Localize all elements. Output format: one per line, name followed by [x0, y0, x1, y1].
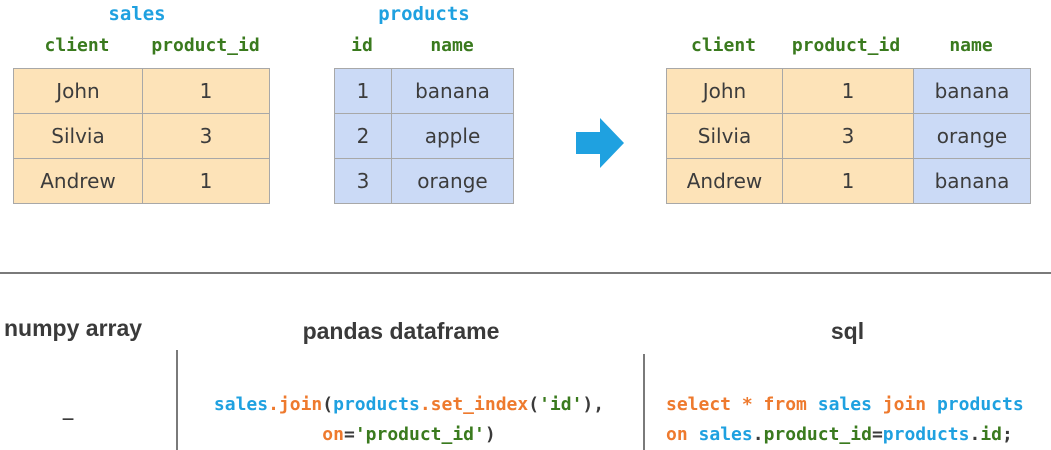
code-token: (: [528, 394, 540, 415]
table-cell: 3: [782, 113, 914, 159]
table-cell: 1: [782, 68, 914, 114]
code-token: (: [322, 394, 334, 415]
table-row: Andrew 1: [13, 158, 270, 204]
products-table-title: products: [378, 3, 470, 25]
sales-header-product-id: product_id: [151, 35, 260, 56]
code-space: [807, 394, 818, 415]
table-cell: 1: [782, 158, 914, 204]
sales-table: John 1 Silvia 3 Andrew 1: [13, 68, 270, 204]
sql-code-line-1: select * from sales join products: [666, 394, 1024, 415]
result-header-client: client: [690, 35, 757, 56]
code-token: on: [322, 424, 344, 445]
code-token: ;: [1002, 424, 1013, 445]
table-cell: 1: [142, 158, 270, 204]
code-token: =: [871, 424, 883, 445]
code-token: products: [882, 424, 970, 445]
table-cell: Silvia: [666, 113, 783, 159]
result-header-product-id: product_id: [791, 35, 901, 56]
pandas-section-title: pandas dataframe: [302, 318, 500, 344]
result-table: John 1 banana Silvia 3 orange Andrew 1 b…: [666, 68, 1031, 204]
table-cell: banana: [913, 158, 1031, 204]
table-row: 1 banana: [334, 68, 514, 114]
table-cell: John: [13, 68, 143, 114]
pandas-code-line-2: on='product_id'): [178, 424, 640, 445]
table-cell: orange: [913, 113, 1031, 159]
table-row: John 1 banana: [666, 68, 1031, 114]
code-space: [872, 394, 883, 415]
right-arrow-icon: [576, 118, 624, 168]
table-cell: banana: [391, 68, 514, 114]
code-token: .: [268, 394, 279, 415]
table-cell: orange: [391, 158, 514, 204]
code-token: product_id: [763, 424, 872, 445]
table-row: Silvia 3 orange: [666, 113, 1031, 159]
code-token: products: [936, 394, 1024, 415]
table-cell: Silvia: [13, 113, 143, 159]
section-separator: [176, 350, 178, 450]
table-row: Andrew 1 banana: [666, 158, 1031, 204]
code-token: id: [980, 424, 1003, 445]
code-token: ),: [582, 394, 605, 415]
code-token: =: [343, 424, 355, 445]
table-cell: 1: [142, 68, 270, 114]
table-cell: 3: [142, 113, 270, 159]
code-token: join: [882, 394, 927, 415]
sales-table-title: sales: [108, 3, 166, 25]
code-token: sales: [698, 424, 753, 445]
code-token: select * from: [666, 394, 807, 415]
numpy-code: _: [62, 400, 74, 421]
code-token: set_index: [430, 394, 529, 415]
table-cell: John: [666, 68, 783, 114]
code-token: .: [752, 424, 764, 445]
sql-code-line-2: on sales.product_id=products.id;: [666, 424, 1013, 445]
table-cell: 1: [334, 68, 392, 114]
code-token: .: [969, 424, 981, 445]
code-token: ): [484, 424, 496, 445]
code-token: .: [419, 394, 431, 415]
table-cell: 2: [334, 113, 392, 159]
table-row: 3 orange: [334, 158, 514, 204]
section-separator: [643, 354, 645, 450]
table-row: John 1: [13, 68, 270, 114]
table-cell: 3: [334, 158, 392, 204]
sales-header-client: client: [44, 35, 110, 56]
code-token: sales: [817, 394, 872, 415]
table-row: Silvia 3: [13, 113, 270, 159]
code-token: 'product_id': [354, 424, 485, 445]
numpy-section-title: numpy array: [4, 315, 143, 341]
pandas-code-line-1: sales.join(products.set_index('id'),: [178, 394, 640, 415]
horizontal-divider: [0, 272, 1051, 274]
code-token: sales: [213, 394, 269, 415]
table-cell: banana: [913, 68, 1031, 114]
code-token: on: [666, 424, 688, 445]
table-cell: apple: [391, 113, 514, 159]
table-cell: Andrew: [13, 158, 143, 204]
products-header-name: name: [430, 35, 474, 56]
code-space: [926, 394, 937, 415]
products-table: 1 banana 2 apple 3 orange: [334, 68, 514, 204]
code-space: [688, 424, 699, 445]
code-token: 'id': [539, 394, 583, 415]
sql-section-title: sql: [830, 318, 865, 344]
code-token: join: [278, 394, 323, 415]
products-header-id: id: [351, 35, 373, 56]
result-header-name: name: [949, 35, 993, 56]
table-cell: Andrew: [666, 158, 783, 204]
table-row: 2 apple: [334, 113, 514, 159]
code-token: products: [333, 394, 420, 415]
